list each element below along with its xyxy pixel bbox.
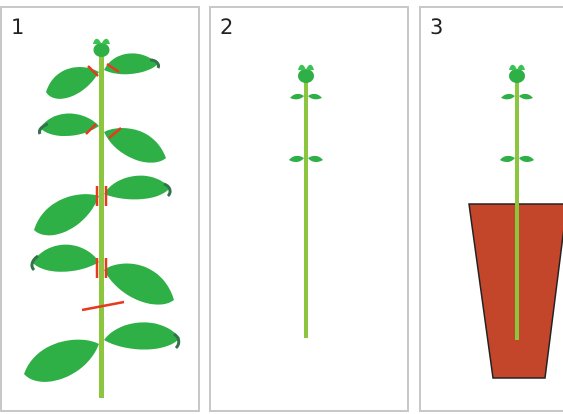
cut-mark xyxy=(106,62,120,74)
leaf-pair-5 xyxy=(24,322,181,382)
potted-top-bud xyxy=(509,64,525,83)
cut-mark xyxy=(85,123,97,135)
potted-cutting-illustration xyxy=(468,64,563,379)
cut-mark xyxy=(108,127,122,139)
cutting-illustration xyxy=(289,64,323,338)
leaf-stub-lower xyxy=(289,155,323,163)
cut-mark xyxy=(81,300,125,312)
panel-step-3: 3 xyxy=(419,6,563,412)
full-plant-illustration xyxy=(24,38,181,398)
plant-stem xyxy=(99,50,104,398)
step-number-label: 3 xyxy=(430,15,444,39)
leaf-pair-1 xyxy=(46,53,160,99)
potted-leaf-stub-upper xyxy=(501,93,533,100)
step-number-label: 1 xyxy=(11,15,25,39)
potted-leaf-stub-lower xyxy=(500,155,534,163)
step-number-label: 2 xyxy=(220,15,234,39)
panel-step-1: 1 xyxy=(0,6,200,412)
cut-marks xyxy=(81,62,125,312)
top-bud xyxy=(93,38,110,57)
potted-stem xyxy=(515,78,519,340)
panel-step-2: 2 xyxy=(209,6,409,412)
cutting-top-bud xyxy=(298,64,314,83)
cutting-stem xyxy=(304,78,308,338)
leaf-pair-3 xyxy=(34,175,172,236)
leaf-stub-upper xyxy=(290,93,322,100)
cut-mark xyxy=(87,65,99,77)
leaf-pair-2 xyxy=(38,113,166,163)
leaf-pair-4 xyxy=(30,244,174,305)
